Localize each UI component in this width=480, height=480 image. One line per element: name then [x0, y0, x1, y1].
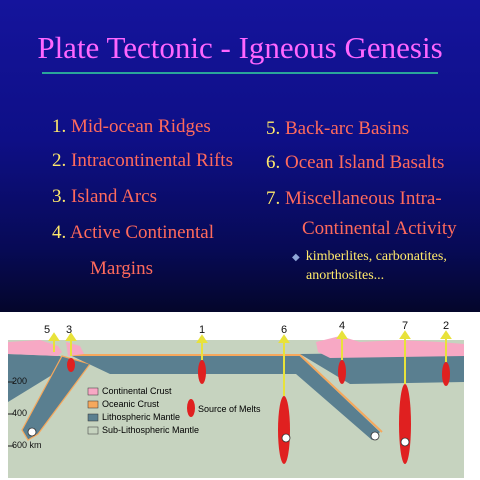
- list-text: Mid-ocean Ridges: [71, 116, 211, 137]
- site-label-1: 1: [199, 324, 206, 336]
- list-item-6: 6. Ocean Island Basalts: [266, 152, 444, 174]
- site-label-2: 2: [443, 320, 450, 332]
- list-item-7-cont: Continental Activity: [302, 218, 457, 240]
- sub-bullet-line-2: anorthosites...: [306, 267, 384, 285]
- cross-section-svg: [8, 330, 464, 478]
- site-label-4: 4: [339, 320, 346, 332]
- list-number: 3.: [52, 186, 67, 207]
- list-number: 1.: [52, 116, 67, 137]
- list-item-7: 7. Miscellaneous Intra-: [266, 188, 442, 210]
- list-item-4-cont: Margins: [90, 258, 153, 280]
- legend-source-of-melts: Source of Melts: [198, 404, 261, 414]
- oceanic-crust: [72, 354, 383, 433]
- list-number: 7.: [266, 188, 281, 209]
- depth-label-200: 200: [12, 376, 28, 386]
- left-lithosphere: [8, 354, 70, 402]
- site-label-7: 7: [402, 320, 409, 332]
- tectonic-cross-section-diagram: 5 3 1 6 4 7 2 200 400 600 km Continental…: [0, 312, 480, 480]
- list-number: 5.: [266, 118, 281, 139]
- melt-source-1: [198, 360, 206, 384]
- slide-header-area: Plate Tectonic - Igneous Genesis 1. Mid-…: [0, 0, 480, 312]
- list-text: Margins: [90, 258, 153, 279]
- list-number: 2.: [52, 150, 67, 171]
- depth-label-600: 600 km: [12, 440, 42, 450]
- list-text: Miscellaneous Intra-: [285, 188, 442, 209]
- list-text: Intracontinental Rifts: [71, 150, 233, 171]
- list-number: 6.: [266, 152, 281, 173]
- melt-source-6: [278, 396, 290, 464]
- legend-sub-lithospheric-mantle: Sub-Lithospheric Mantle: [102, 425, 200, 435]
- oceanic-lithosphere: [72, 356, 380, 440]
- list-item-2: 2. Intracontinental Rifts: [52, 150, 233, 172]
- list-text: Island Arcs: [71, 186, 158, 207]
- legend-lithospheric-mantle: Lithospheric Mantle: [102, 412, 181, 422]
- sub-bullet-text: anorthosites...: [306, 268, 385, 283]
- title-divider: [42, 72, 438, 74]
- slide-title: Plate Tectonic - Igneous Genesis: [37, 30, 443, 65]
- list-item-5: 5. Back-arc Basins: [266, 118, 409, 140]
- melt-source-7: [399, 384, 411, 464]
- site-label-5: 5: [44, 324, 51, 336]
- list-text: Back-arc Basins: [285, 118, 409, 139]
- melt-source-2: [442, 362, 450, 386]
- list-item-3: 3. Island Arcs: [52, 186, 157, 208]
- legend-continental-crust: Continental Crust: [102, 386, 172, 396]
- list-text: Continental Activity: [302, 218, 457, 239]
- left-subducting-slab: [22, 356, 90, 440]
- diamond-bullet-icon: ◆: [292, 252, 300, 263]
- site-label-6: 6: [281, 324, 288, 336]
- list-item-4: 4. Active Continental: [52, 222, 214, 244]
- list-item-1: 1. Mid-ocean Ridges: [52, 116, 211, 138]
- melt-source-3: [67, 358, 75, 372]
- continental-crust-left: [8, 340, 62, 356]
- sub-bullet-text: kimberlites, carbonatites,: [305, 249, 447, 264]
- continental-crust-right: [316, 336, 464, 358]
- list-text: Ocean Island Basalts: [285, 152, 445, 173]
- list-text: Active Continental: [69, 222, 215, 243]
- depth-label-400: 400: [12, 408, 28, 418]
- legend-oceanic-crust: Oceanic Crust: [102, 399, 160, 409]
- melt-source-4: [338, 360, 346, 384]
- list-number: 4.: [52, 222, 67, 243]
- site-label-3: 3: [66, 324, 73, 336]
- sub-bullet-line-1: ◆ kimberlites, carbonatites,: [292, 248, 447, 267]
